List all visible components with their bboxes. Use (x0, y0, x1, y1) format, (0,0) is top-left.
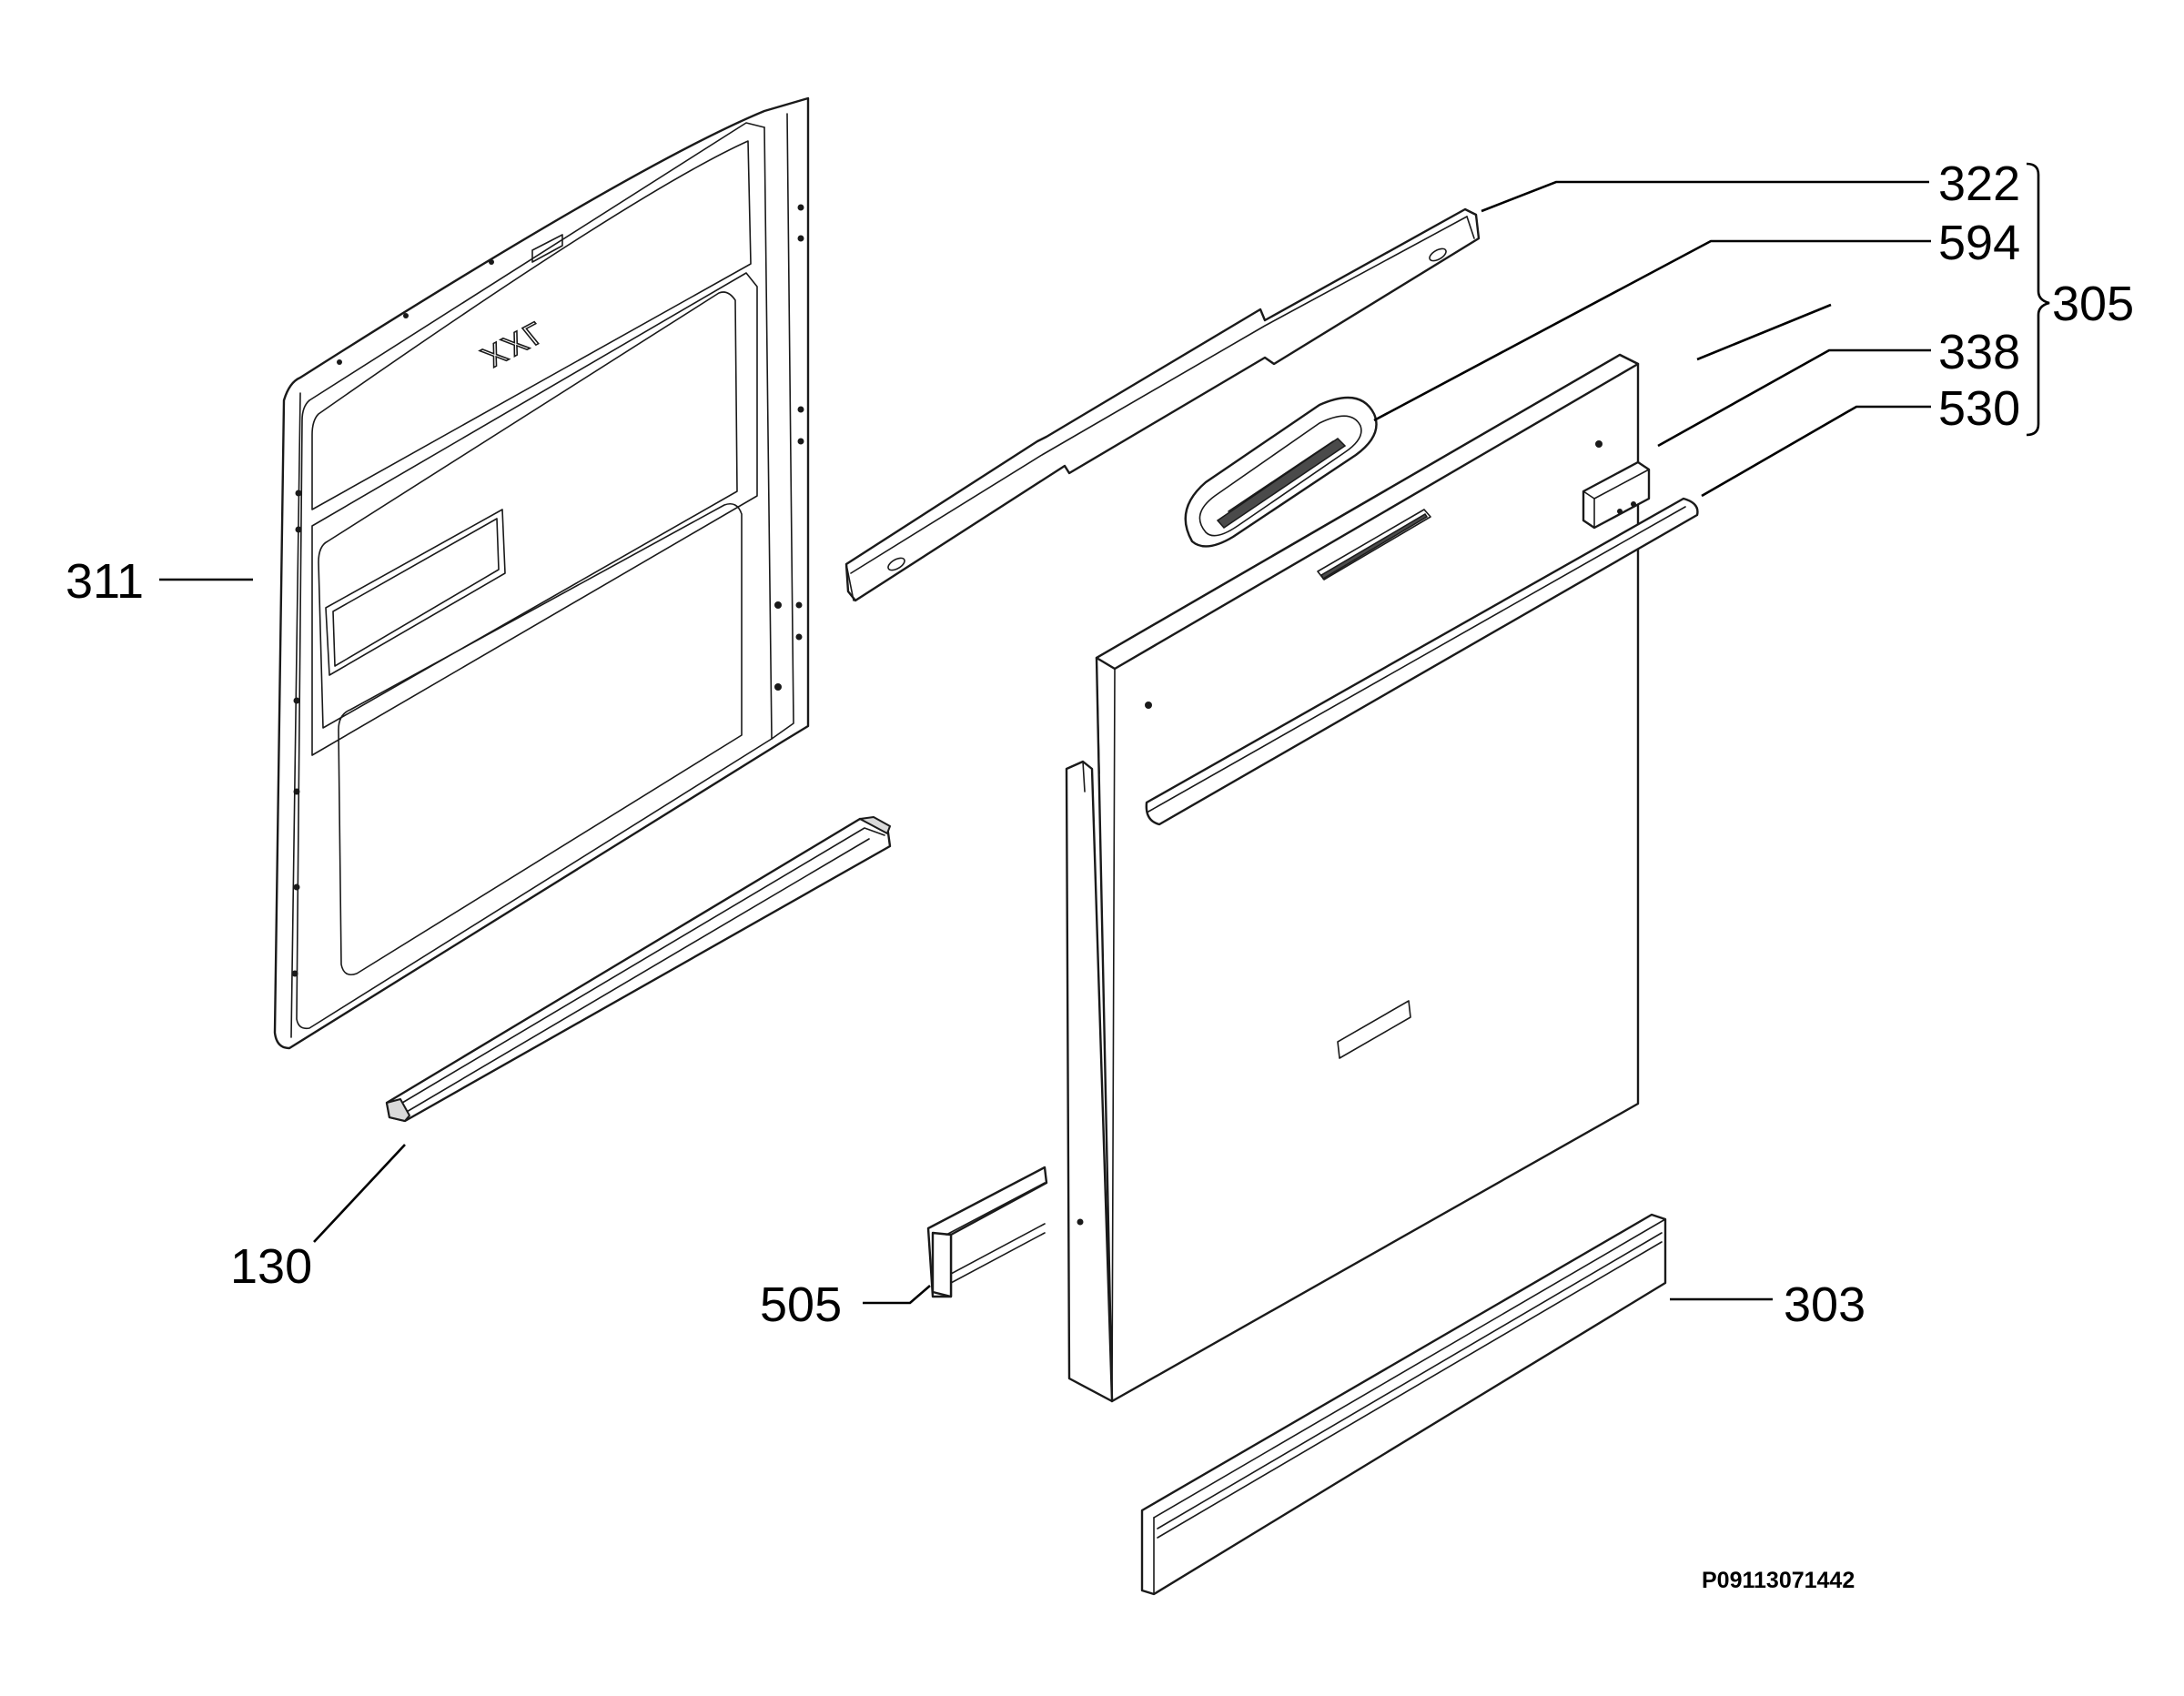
bracket-305 (2026, 162, 2050, 437)
handle-part (1184, 396, 1378, 548)
inner-door-part: XXL (273, 96, 810, 1050)
front-panel-part (1065, 353, 1699, 1403)
leader-panel (1696, 303, 1832, 361)
drawing-reference-code: P09113071442 (1702, 1568, 1855, 1593)
callout-322: 322 (1938, 156, 2020, 211)
leader-530 (1701, 405, 1931, 498)
callout-338: 338 (1938, 325, 2020, 379)
kick-plate-part (1140, 1213, 1667, 1596)
callout-530: 530 (1938, 381, 2020, 436)
callout-303: 303 (1784, 1277, 1866, 1332)
callout-594: 594 (1938, 216, 2020, 270)
leader-594 (1373, 239, 1931, 422)
callout-130: 130 (230, 1239, 312, 1294)
hinge-block-part (1582, 460, 1651, 530)
bottom-seal-part (385, 816, 892, 1123)
side-strip-part (926, 1166, 1048, 1298)
callout-311: 311 (66, 554, 144, 609)
leader-338 (1657, 348, 1931, 448)
leader-505 (863, 1285, 931, 1305)
leader-322 (1481, 180, 1929, 213)
callout-305: 305 (2052, 277, 2134, 331)
callout-505: 505 (760, 1277, 842, 1332)
leader-130 (313, 1144, 406, 1243)
upper-rail-part (844, 207, 1481, 602)
leader-lines (159, 180, 1931, 1305)
